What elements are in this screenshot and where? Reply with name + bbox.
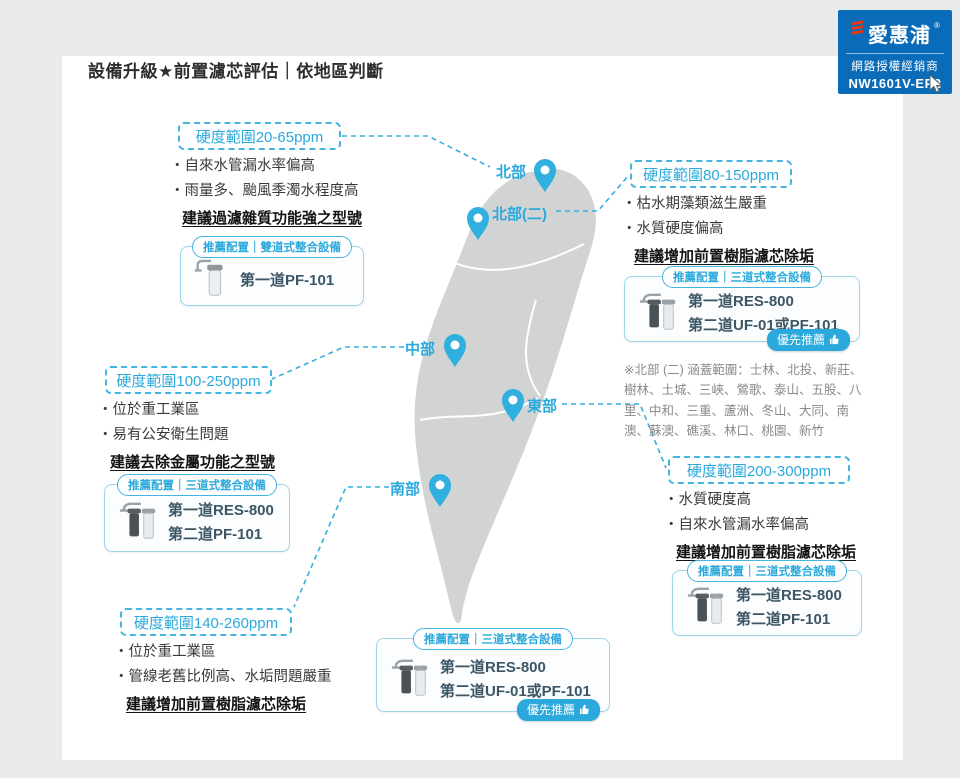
thumbs-up-icon <box>829 334 839 345</box>
region-label-north: 北部 <box>496 164 527 181</box>
everpure-logo-icon <box>851 20 864 35</box>
hardness-range-badge-north: 硬度範圍20-65ppm <box>178 122 341 150</box>
priority-label: 優先推薦 <box>526 703 575 717</box>
recommendation-body: 第一道RES-800 第二道UF-01或PF-101 <box>377 639 609 711</box>
recommendation-line: 第一道PF-101 <box>240 272 335 289</box>
filter-device-icon <box>194 259 223 296</box>
hardness-range-badge-north2: 硬度範圍80-150ppm <box>630 160 792 188</box>
filter-device-icon <box>119 502 156 539</box>
callout-advice: 建議增加前置樹脂濾芯除垢 <box>676 544 857 561</box>
filter-device-icon <box>639 293 676 330</box>
north2-coverage-note: ※北部 (二) 涵蓋範圍：士林、北投、新莊、樹林、土城、三峽、鶯歌、泰山、五股、… <box>624 363 863 438</box>
brand-badge: 愛惠浦 ® 網路授權經銷商 NW1601V-EP2 <box>838 10 952 94</box>
recommendation-line: 第一道RES-800 <box>736 587 842 604</box>
recommendation-line: 第二道UF-01或PF-101 <box>440 683 591 700</box>
page-title: 設備升級★前置濾芯評估｜依地區判斷 <box>88 62 384 81</box>
priority-badge: 優先推薦 <box>766 329 850 351</box>
brand-registered-mark: ® <box>934 21 940 30</box>
recommendation-box-south: 推薦配置｜三道式整合設備 第一道RES-800 第二道UF-01或PF-101 … <box>376 628 610 721</box>
recommendation-header: 推薦配置｜三道式整合設備 <box>687 560 847 582</box>
recommendation-line: 第二道PF-101 <box>736 611 831 628</box>
recommendation-box-east: 推薦配置｜三道式整合設備 第一道RES-800 第二道PF-101 <box>672 560 862 636</box>
callout-bullet: ・位於重工業區 <box>114 644 216 660</box>
callout-advice: 建議增加前置樹脂濾芯除垢 <box>634 248 815 265</box>
filter-device-icon <box>391 659 428 696</box>
brand-subtitle: 網路授權經銷商 <box>851 61 939 73</box>
callout-advice: 建議過濾雜質功能強之型號 <box>182 210 363 227</box>
recommendation-box-central: 推薦配置｜三道式整合設備 第一道RES-800 第二道PF-101 <box>104 474 290 552</box>
region-label-south: 南部 <box>390 481 421 498</box>
priority-badge: 優先推薦 <box>516 699 600 721</box>
brand-code: NW1601V-EP2 <box>848 76 942 91</box>
region-label-north2: 北部(二) <box>492 206 547 223</box>
callout-north: ・自來水管漏水率偏高 ・雨量多、颱風季濁水程度高 建議過濾雜質功能強之型號 <box>170 154 405 228</box>
callout-bullet: ・水質硬度高 <box>664 492 751 508</box>
hardness-range-badge-east: 硬度範圍200-300ppm <box>668 456 850 484</box>
recommendation-line: 第二道PF-101 <box>168 526 263 543</box>
priority-label: 優先推薦 <box>776 333 825 347</box>
recommendation-line: 第一道RES-800 <box>440 659 546 676</box>
callout-advice: 建議去除金屬功能之型號 <box>110 454 276 471</box>
hardness-range-badge-south: 硬度範圍140-260ppm <box>120 608 292 636</box>
recommendation-box-north: 推薦配置｜雙道式整合設備 第一道PF-101 <box>180 236 364 306</box>
region-label-east: 東部 <box>527 398 558 415</box>
brand-name: 愛惠浦 <box>868 25 932 47</box>
callout-bullet: ・枯水期藻類滋生嚴重 <box>622 196 767 212</box>
callout-advice: 建議增加前置樹脂濾芯除垢 <box>126 696 307 713</box>
thumbs-up-icon <box>579 704 589 715</box>
recommendation-header: 推薦配置｜雙道式整合設備 <box>192 236 352 258</box>
recommendation-header: 推薦配置｜三道式整合設備 <box>662 266 822 288</box>
recommendation-line: 第一道RES-800 <box>168 502 274 519</box>
callout-bullet: ・自來水管漏水率偏高 <box>170 158 315 174</box>
callout-south: ・位於重工業區 ・管線老舊比例高、水垢問題嚴重 建議增加前置樹脂濾芯除垢 <box>114 640 404 714</box>
callout-bullet: ・易有公安衛生問題 <box>98 427 229 443</box>
mouse-cursor-icon <box>928 73 944 99</box>
brand-divider <box>845 53 945 54</box>
callout-bullet: ・水質硬度偏高 <box>622 221 724 237</box>
recommendation-box-north2: 推薦配置｜三道式整合設備 第一道RES-800 第二道UF-01或PF-101 … <box>624 266 860 351</box>
callout-east: ・水質硬度高 ・自來水管漏水率偏高 建議增加前置樹脂濾芯除垢 <box>664 488 909 562</box>
region-label-central: 中部 <box>405 341 436 358</box>
recommendation-header: 推薦配置｜三道式整合設備 <box>117 474 277 496</box>
callout-bullet: ・雨量多、颱風季濁水程度高 <box>170 183 359 199</box>
callout-bullet: ・管線老舊比例高、水垢問題嚴重 <box>114 669 332 685</box>
callout-north2: ・枯水期藻類滋生嚴重 ・水質硬度偏高 建議增加前置樹脂濾芯除垢 <box>622 192 867 266</box>
recommendation-body: 第一道RES-800 第二道PF-101 <box>105 485 289 551</box>
recommendation-header: 推薦配置｜三道式整合設備 <box>413 628 573 650</box>
recommendation-line: 第一道RES-800 <box>688 293 794 310</box>
callout-bullet: ・自來水管漏水率偏高 <box>664 517 809 533</box>
callout-bullet: ・位於重工業區 <box>98 402 200 418</box>
callout-central: ・位於重工業區 ・易有公安衛生問題 建議去除金屬功能之型號 <box>98 398 343 472</box>
hardness-range-badge-central: 硬度範圍100-250ppm <box>105 366 272 394</box>
brand-row: 愛惠浦 ® <box>850 19 940 48</box>
filter-device-icon <box>687 587 724 624</box>
recommendation-body: 第一道PF-101 <box>181 247 363 305</box>
recommendation-body: 第一道RES-800 第二道PF-101 <box>673 571 861 635</box>
